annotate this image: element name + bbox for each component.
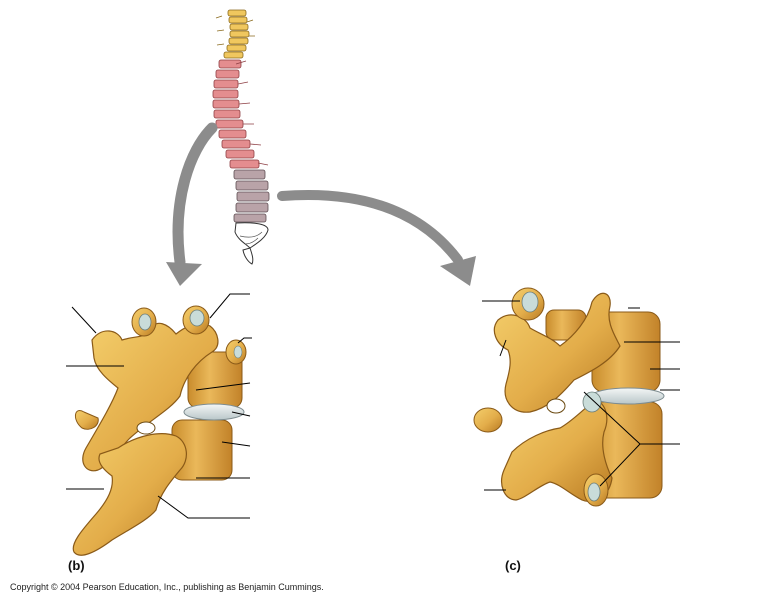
articular-cartilage-c [521, 291, 539, 313]
coccyx [242, 247, 254, 265]
upper-vertebra-arch-c [493, 292, 621, 413]
leader-lines-b [66, 293, 252, 519]
lower-vertebra-arch-c [501, 399, 613, 503]
intervertebral-disc-c [591, 387, 665, 405]
arrow-to-panel-b [166, 122, 218, 286]
leader-lines-c [482, 300, 680, 491]
thoracic-region [212, 59, 269, 169]
lumbar-region [233, 169, 270, 223]
panel-c-lumbar-vertebrae-lateral [473, 287, 680, 507]
panel-b-thoracic-vertebrae-lateral [66, 293, 252, 556]
arrow-to-panel-c [277, 189, 476, 286]
intervertebral-foramen-b [136, 421, 156, 435]
intervertebral-foramen-c [546, 398, 566, 414]
copyright-notice: Copyright © 2004 Pearson Education, Inc.… [10, 582, 324, 592]
vertebral-column-overview [212, 9, 270, 265]
cervical-region [215, 9, 255, 59]
articular-cartilage-b2 [189, 309, 205, 327]
lower-vertebra-arch-b [72, 433, 187, 556]
intervertebral-disc-b [183, 403, 245, 421]
panel-b-label: (b) [68, 558, 85, 573]
panel-c-label: (c) [505, 558, 521, 573]
articular-cartilage-b1 [138, 313, 152, 331]
sacrum [234, 222, 269, 249]
